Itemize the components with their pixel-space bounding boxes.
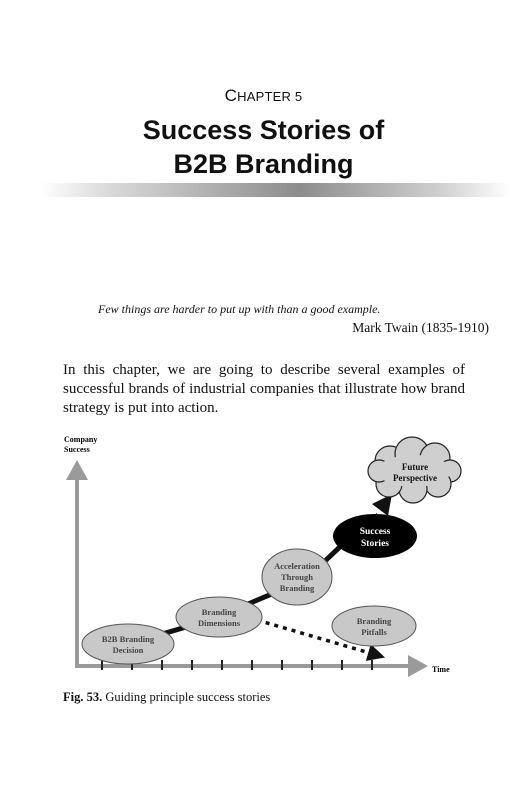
- chapter-label-big-c: C: [224, 86, 238, 105]
- future-perspective-cloud: [367, 436, 462, 504]
- pitfall-dotted-arrow: [256, 618, 386, 661]
- x-axis-arrowhead: [408, 655, 428, 677]
- chapter-title-line1: Success Stories of: [142, 115, 385, 145]
- chapter-label-rest: HAPTER 5: [237, 89, 303, 104]
- chapter-label: CHAPTER 5: [0, 86, 527, 106]
- branding-dimensions-ellipse: [175, 596, 263, 638]
- growth-path-arrowhead: [372, 494, 392, 516]
- y-axis-label-line1: Company: [64, 435, 97, 444]
- chapter-title: Success Stories of B2B Branding: [0, 113, 527, 181]
- figure-caption-label: Fig. 53.: [63, 690, 103, 704]
- epigraph-author: Mark Twain (1835-1910): [352, 320, 489, 335]
- b2b-label-line1: B2B Branding: [102, 634, 155, 644]
- y-axis-label-line2: Success: [64, 445, 90, 454]
- b2b-label-line2: Decision: [113, 645, 144, 655]
- acceleration-label-line3: Branding: [280, 583, 315, 593]
- pitfalls-label-line1: Branding: [357, 616, 392, 626]
- intro-paragraph: In this chapter, we are going to describ…: [63, 362, 465, 416]
- future-label-line2: Perspective: [393, 473, 437, 483]
- success-diagram: Company Success Time Future Perspective …: [64, 435, 462, 677]
- success-stories-ellipse: [333, 514, 417, 558]
- branding-pitfalls-ellipse: [331, 605, 417, 647]
- figure-caption: Fig. 53. Guiding principle success stori…: [63, 690, 270, 705]
- b2b-decision-ellipse: [81, 623, 175, 665]
- future-label-line1: Future: [402, 462, 428, 472]
- chapter-title-line2: B2B Branding: [173, 149, 354, 179]
- x-axis-ticks: [101, 660, 373, 670]
- y-axis-arrowhead: [66, 460, 88, 480]
- dimensions-label-line1: Branding: [202, 607, 237, 617]
- acceleration-ellipse: [261, 548, 333, 606]
- pitfalls-label-line2: Pitfalls: [361, 627, 387, 637]
- epigraph-quote: Few things are harder to put up with tha…: [98, 302, 381, 316]
- figure-caption-text: Guiding principle success stories: [105, 690, 271, 704]
- x-axis-label: Time: [432, 665, 450, 674]
- acceleration-label-line1: Acceleration: [274, 561, 320, 571]
- acceleration-label-line2: Through: [281, 572, 313, 582]
- dimensions-label-line2: Dimensions: [198, 618, 241, 628]
- success-label-line2: Stories: [361, 539, 389, 549]
- title-rule: [40, 183, 510, 197]
- success-label-line1: Success: [360, 527, 391, 537]
